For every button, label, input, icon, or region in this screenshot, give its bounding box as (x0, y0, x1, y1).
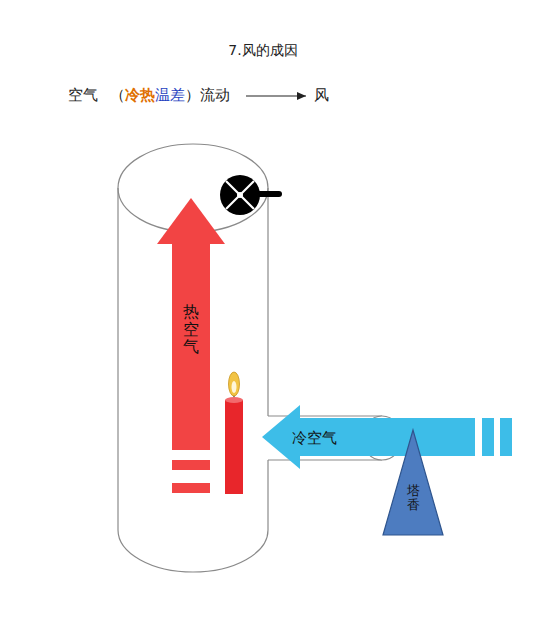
diagram-title: 7.风的成因 (228, 42, 297, 60)
formula-highlight: 冷热 (125, 86, 155, 105)
cold-air-arrow: 冷空气 (262, 402, 512, 474)
fan-icon (220, 175, 282, 215)
formula-bracket: （ (110, 86, 125, 105)
formula-arrowhead (297, 92, 306, 100)
formula-word: 空气 (68, 86, 98, 105)
node-label: 热空气 (183, 303, 199, 356)
formula-word: ）流动 (185, 86, 230, 105)
incense-cone: 塔香 (381, 428, 445, 538)
cylinder (118, 144, 268, 572)
hot-air-arrow: 热空气 (157, 198, 225, 496)
formula-result: 风 (314, 86, 329, 105)
node-label: 塔香 (407, 484, 420, 513)
candle (225, 372, 243, 494)
formula-highlight: 温差 (155, 86, 185, 105)
incense-cone-shape (381, 428, 445, 538)
node-label: 冷空气 (292, 429, 337, 448)
